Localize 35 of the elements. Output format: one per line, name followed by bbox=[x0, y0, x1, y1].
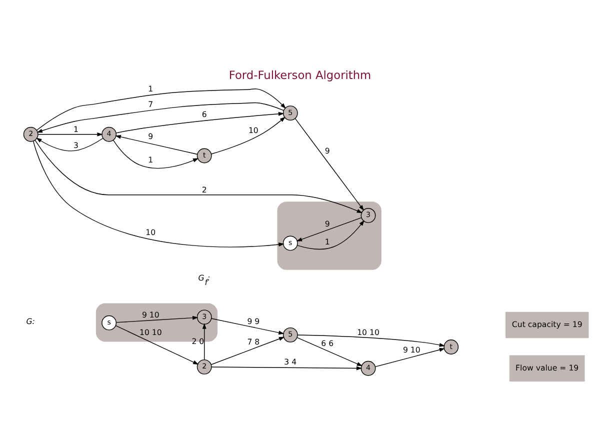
arrow bbox=[297, 334, 446, 346]
node-circle: 2 bbox=[196, 358, 212, 374]
arrow bbox=[202, 322, 206, 360]
node-circle: 5 bbox=[282, 105, 298, 120]
arrow bbox=[294, 118, 364, 210]
node-circle: 2 bbox=[23, 126, 38, 142]
arrow bbox=[38, 132, 103, 136]
arrow bbox=[36, 88, 286, 130]
arrow bbox=[36, 102, 284, 132]
node-circle: t bbox=[444, 339, 459, 354]
arrow bbox=[297, 220, 364, 249]
node-circle: 4 bbox=[360, 360, 376, 376]
node-circle: 3 bbox=[196, 309, 212, 324]
node-circle: 4 bbox=[102, 126, 117, 142]
node-circle: 3 bbox=[360, 208, 376, 222]
arrow bbox=[36, 137, 104, 151]
arrow bbox=[32, 140, 284, 247]
arrow bbox=[375, 347, 446, 367]
arrow bbox=[116, 315, 198, 322]
arrow bbox=[115, 134, 198, 154]
arrow bbox=[116, 111, 284, 133]
arrow bbox=[210, 336, 285, 364]
arrow bbox=[115, 324, 199, 364]
arrow bbox=[296, 216, 362, 241]
arrow bbox=[211, 116, 286, 154]
node-circle: 5 bbox=[282, 326, 298, 342]
node-circle: t bbox=[196, 148, 212, 163]
diagram-title: Ford-Fulkerson Algorithm bbox=[228, 67, 372, 82]
arrow bbox=[34, 139, 363, 213]
arrow bbox=[296, 336, 363, 366]
node-circle: s bbox=[102, 314, 117, 330]
arrow bbox=[211, 318, 284, 334]
node-circle: s bbox=[282, 235, 298, 250]
arrow bbox=[113, 139, 199, 168]
arrow bbox=[211, 366, 362, 370]
